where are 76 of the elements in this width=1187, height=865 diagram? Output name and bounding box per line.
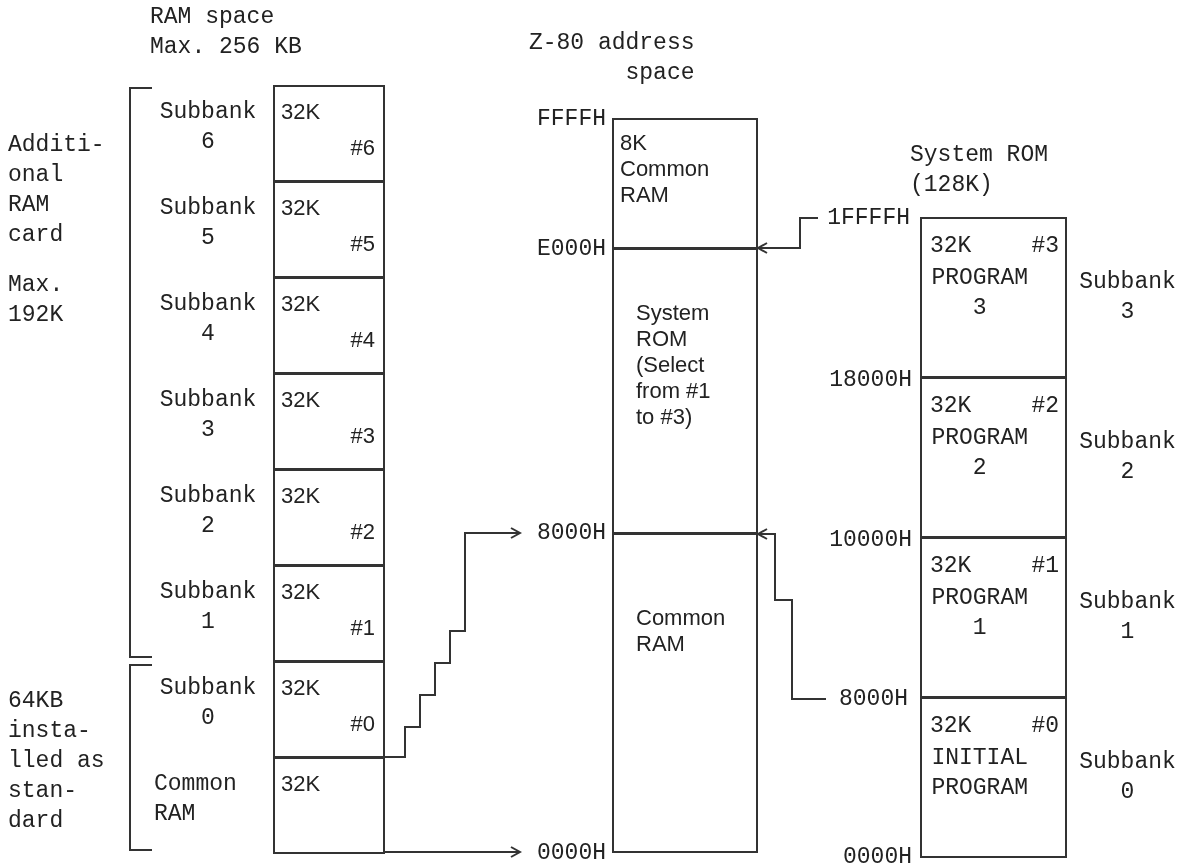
memory-block	[920, 537, 1067, 698]
memory-block	[273, 85, 385, 182]
bank-label: Subbank 0	[1078, 748, 1177, 807]
size-label: 32K	[281, 483, 321, 509]
memory-block	[273, 757, 385, 854]
bank-label: Subbank 3	[158, 386, 258, 445]
note: Max. 192K	[8, 271, 65, 330]
address-label: 8000H	[826, 684, 908, 714]
memory-region	[612, 118, 758, 249]
bank-number: #6	[350, 135, 375, 161]
bank-number: #1	[350, 615, 375, 641]
memory-block	[273, 661, 385, 758]
bank-label: Common RAM	[154, 770, 238, 829]
address-label: 8000H	[522, 518, 606, 548]
size-label: 32K	[281, 291, 321, 317]
region-label: 8K Common RAM	[620, 130, 711, 208]
memory-block	[273, 565, 385, 662]
bank-number: #5	[350, 231, 375, 257]
address-label: FFFFH	[536, 105, 606, 134]
memory-block	[273, 181, 385, 278]
size-label: 32K	[281, 579, 321, 605]
memory-block	[273, 469, 385, 566]
program-label: PROGRAM 3	[930, 264, 1029, 323]
bank-number: #0	[350, 711, 375, 737]
memory-block	[273, 277, 385, 374]
size-label: 32K	[930, 552, 972, 581]
size-label: 32K	[281, 195, 321, 221]
size-label: 32K	[281, 387, 321, 413]
memory-block	[273, 373, 385, 470]
address-label: 0000H	[842, 843, 912, 865]
arrow	[757, 528, 827, 700]
region-label: Common RAM	[636, 605, 726, 657]
size-label: 32K	[930, 232, 972, 261]
bank-number: #2	[350, 519, 375, 545]
bank-label: Subbank 5	[158, 194, 258, 253]
column-title: System ROM (128K)	[910, 141, 1050, 200]
address-label: 1FFFFH	[818, 203, 910, 233]
address-label: 10000H	[828, 526, 912, 555]
arrow	[384, 846, 521, 858]
bank-number: #1	[1031, 552, 1059, 581]
size-label: 32K	[281, 99, 321, 125]
bank-label: Subbank 3	[1078, 268, 1177, 327]
bank-number: #4	[350, 327, 375, 353]
program-label: PROGRAM 2	[930, 424, 1029, 483]
program-label: INITIAL PROGRAM	[930, 744, 1029, 803]
address-label: 18000H	[828, 366, 912, 395]
memory-block	[920, 377, 1067, 538]
bank-number: #3	[350, 423, 375, 449]
memory-block	[920, 217, 1067, 378]
memory-region	[612, 533, 758, 853]
bank-label: Subbank 4	[158, 290, 258, 349]
bank-number: #3	[1031, 232, 1059, 261]
region-label: System ROM (Select from #1 to #3)	[636, 300, 712, 430]
memory-block	[920, 697, 1067, 858]
note: Additi- onal RAM card	[8, 131, 106, 250]
note: 64KB insta- lled as stan- dard	[8, 687, 106, 836]
column-title: Z-80 address space	[527, 29, 695, 88]
bank-label: Subbank 2	[1078, 428, 1177, 487]
bank-label: Subbank 1	[1078, 588, 1177, 647]
program-label: PROGRAM 1	[930, 584, 1029, 643]
size-label: 32K	[930, 712, 972, 741]
bank-label: Subbank 2	[158, 482, 258, 541]
arrow	[757, 217, 819, 254]
size-label: 32K	[281, 771, 321, 797]
bank-label: Subbank 6	[158, 98, 258, 157]
address-label: E000H	[536, 235, 606, 264]
column-title: RAM space Max. 256 KB	[150, 3, 303, 62]
bank-number: #2	[1031, 392, 1059, 421]
size-label: 32K	[930, 392, 972, 421]
bank-number: #0	[1031, 712, 1059, 741]
memory-region	[612, 248, 758, 534]
bank-label: Subbank 0	[158, 674, 258, 733]
size-label: 32K	[281, 675, 321, 701]
address-label: 0000H	[522, 838, 606, 865]
bank-label: Subbank 1	[158, 578, 258, 637]
arrow	[384, 527, 521, 758]
